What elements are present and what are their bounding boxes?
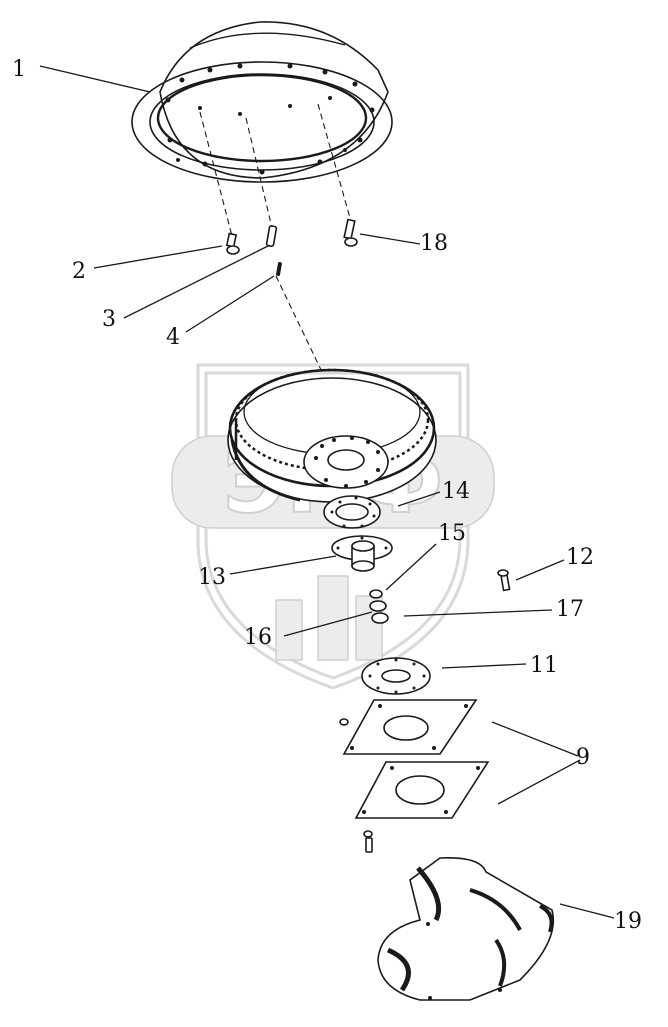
part-18-bolt	[343, 218, 358, 247]
label-17: 17	[556, 597, 584, 622]
label-14: 14	[442, 479, 470, 504]
factory-shield-logo-icon	[275, 575, 383, 661]
part-16-ring	[369, 600, 389, 624]
part-2-bolt	[225, 232, 240, 255]
part-11-plate	[361, 657, 431, 695]
label-12: 12	[566, 545, 594, 570]
label-2: 2	[72, 259, 86, 284]
part-9-plate-upper	[342, 699, 478, 755]
label-3: 3	[102, 307, 116, 332]
small-screw	[339, 718, 373, 853]
part-4-pin	[276, 261, 282, 277]
label-11: 11	[530, 653, 558, 678]
part-19-bracket	[377, 856, 555, 1001]
part-12-bolt	[497, 569, 511, 592]
part-1-housing	[131, 21, 393, 183]
part-14-gasket	[323, 495, 381, 529]
label-4: 4	[166, 325, 180, 350]
part-13-hub	[331, 535, 393, 572]
part-3-stud	[265, 225, 278, 248]
part-labels: 1 2 3 4 18 14 15 12 13 17 16 11 9 19	[12, 57, 642, 934]
label-16: 16	[244, 625, 272, 650]
leader-lines	[39, 65, 615, 919]
label-1: 1	[12, 57, 26, 82]
part-15-seal	[369, 589, 383, 599]
label-15: 15	[438, 521, 466, 546]
label-9: 9	[576, 745, 590, 770]
label-19: 19	[614, 909, 642, 934]
part-9-plate-lower	[354, 761, 490, 819]
label-18: 18	[420, 231, 448, 256]
flywheel-disc	[227, 368, 437, 503]
label-13: 13	[198, 565, 226, 590]
